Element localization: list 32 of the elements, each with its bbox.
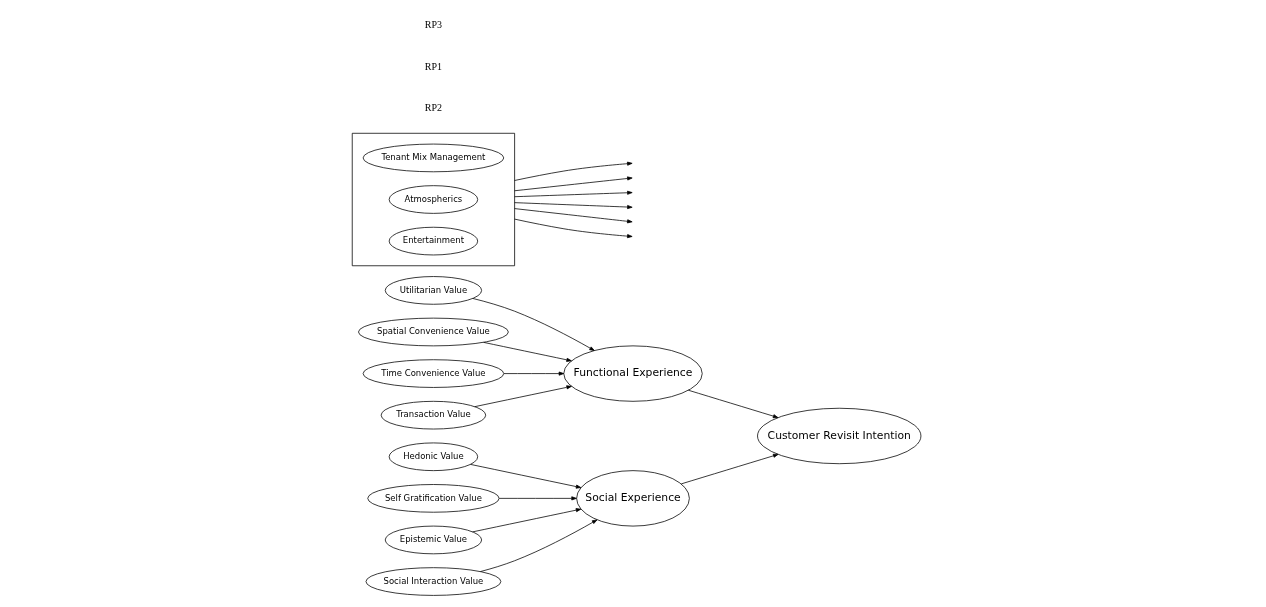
node-ellipse: Epistemic Value	[384, 525, 482, 555]
arrow	[471, 298, 595, 351]
node-ellipse: Atmospherics	[388, 185, 478, 214]
cluster	[351, 132, 515, 267]
arrow	[513, 161, 632, 181]
arrow	[513, 208, 632, 224]
arrow	[513, 218, 632, 239]
node-ellipse: Transaction Value	[380, 400, 486, 430]
arrow	[687, 389, 778, 419]
arrow	[469, 464, 581, 489]
node-ellipse: Spatial Convenience Value	[357, 317, 509, 347]
arrow	[503, 371, 564, 376]
arrow	[513, 202, 633, 210]
node-ellipse: Time Convenience Value	[362, 359, 504, 388]
arrow	[498, 496, 577, 501]
node-ellipse: Customer Revisit Intention	[756, 407, 921, 465]
arrow	[473, 385, 572, 408]
arrow	[482, 342, 572, 362]
node-ellipse: Utilitarian Value	[384, 276, 482, 305]
arrow	[513, 190, 633, 198]
node-ellipse: Tenant Mix Management	[362, 143, 504, 173]
arrow	[479, 519, 597, 572]
node-ellipse: Self Gratification Value	[366, 484, 499, 513]
label: RP2	[424, 102, 442, 114]
arrow	[680, 453, 778, 485]
arrow	[471, 508, 581, 533]
node-ellipse: Entertainment	[388, 226, 478, 256]
node-ellipse: Hedonic Value	[388, 442, 478, 472]
label: RP1	[424, 60, 442, 72]
label: RP3	[424, 19, 442, 31]
node-ellipse: Social Interaction Value	[365, 567, 501, 596]
arrow	[513, 176, 633, 192]
